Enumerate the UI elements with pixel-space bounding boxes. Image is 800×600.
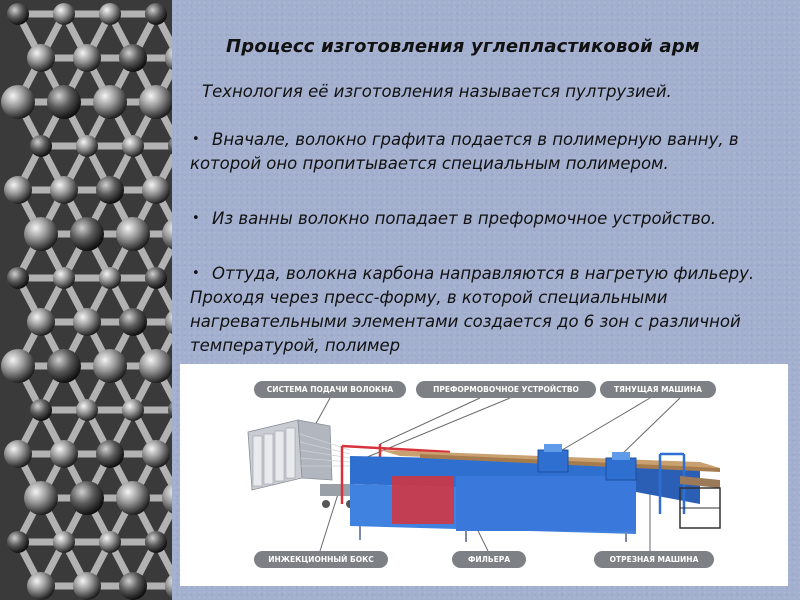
- molecule-atom: [27, 44, 55, 72]
- molecule-atom: [1, 85, 35, 119]
- molecule-atom: [73, 308, 101, 336]
- molecule-atom: [76, 135, 98, 157]
- molecule-atom: [139, 349, 172, 383]
- molecule-atom: [73, 44, 101, 72]
- label-injection-box: ИНЖЕКЦИОННЫЙ БОКС: [254, 551, 388, 568]
- label-cutting-machine: ОТРЕЗНАЯ МАШИНА: [594, 551, 714, 568]
- slide-title: Процесс изготовления углепластиковой арм: [226, 36, 700, 57]
- molecule-atom: [50, 440, 78, 468]
- molecule-atom: [145, 3, 167, 25]
- molecule-atom: [70, 217, 104, 251]
- pultrusion-machine-illustration: [247, 397, 721, 552]
- molecule-atom: [165, 309, 172, 335]
- molecule-atom: [165, 573, 172, 599]
- molecule-atom: [93, 85, 127, 119]
- molecule-atom: [53, 531, 75, 553]
- molecule-atom: [70, 481, 104, 515]
- molecule-atom: [168, 137, 172, 155]
- molecule-atom: [4, 440, 32, 468]
- molecule-atom: [7, 3, 29, 25]
- molecule-atom: [30, 399, 52, 421]
- molecule-atom: [162, 482, 172, 514]
- bullet-text: Из ванны волокно попадает в преформочное…: [212, 209, 717, 228]
- label-pulling-machine: ТЯНУЩАЯ МАШИНА: [600, 381, 716, 398]
- pultrusion-line-diagram: СИСТЕМА ПОДАЧИ ВОЛОКНА ПРЕФОРМОВОЧНОЕ УС…: [180, 364, 788, 586]
- molecule-atom: [162, 218, 172, 250]
- molecule-atom: [119, 44, 147, 72]
- bullet-dot: •: [192, 266, 200, 281]
- molecule-atom: [93, 349, 127, 383]
- bullet-dot: •: [192, 132, 200, 147]
- molecule-atom: [24, 217, 58, 251]
- molecule-atom: [73, 572, 101, 600]
- molecule-atom: [145, 531, 167, 553]
- molecule-atom: [47, 349, 81, 383]
- molecule-atom: [4, 176, 32, 204]
- label-fiber-feed-system: СИСТЕМА ПОДАЧИ ВОЛОКНА: [254, 381, 406, 398]
- label-die: ФИЛЬЕРА: [452, 551, 526, 568]
- molecule-atom: [53, 3, 75, 25]
- molecule-atom: [47, 85, 81, 119]
- molecule-atom: [96, 440, 124, 468]
- molecule-atom: [7, 267, 29, 289]
- molecule-atom: [27, 308, 55, 336]
- bullet-item: • Оттуда, волокна карбона направляются в…: [190, 262, 795, 358]
- label-preforming-device: ПРЕФОРМОВОЧНОЕ УСТРОЙСТВО: [416, 381, 596, 398]
- molecule-atom: [119, 572, 147, 600]
- molecule-atom: [116, 217, 150, 251]
- bullet-text: Вначале, волокно графита подается в поли…: [190, 130, 739, 173]
- molecule-atom: [1, 349, 35, 383]
- molecule-atom: [76, 399, 98, 421]
- bullet-text: Оттуда, волокна карбона направляются в н…: [190, 264, 755, 355]
- molecule-atom: [99, 3, 121, 25]
- molecule-atom: [142, 176, 170, 204]
- molecule-atom: [96, 176, 124, 204]
- bullet-item: • Вначале, волокно графита подается в по…: [190, 128, 795, 176]
- molecule-atom: [122, 399, 144, 421]
- molecule-atom: [165, 45, 172, 71]
- molecule-atom: [50, 176, 78, 204]
- slide-subtitle: Технология её изготовления называется пу…: [202, 82, 672, 101]
- molecule-atom: [139, 85, 172, 119]
- molecule-atom: [145, 267, 167, 289]
- molecule-atom: [119, 308, 147, 336]
- molecule-atom: [99, 267, 121, 289]
- molecule-atom: [142, 440, 170, 468]
- molecule-atom: [24, 481, 58, 515]
- molecule-atom: [53, 267, 75, 289]
- bullet-dot: •: [192, 211, 200, 226]
- molecule-atom: [99, 531, 121, 553]
- molecule-atom: [168, 401, 172, 419]
- molecule-atom: [122, 135, 144, 157]
- molecule-atom: [27, 572, 55, 600]
- molecule-atom: [7, 531, 29, 553]
- molecule-structure-image: [0, 0, 172, 600]
- molecule-atom: [116, 481, 150, 515]
- bullet-item: • Из ванны волокно попадает в преформочн…: [190, 207, 795, 231]
- molecule-atom: [30, 135, 52, 157]
